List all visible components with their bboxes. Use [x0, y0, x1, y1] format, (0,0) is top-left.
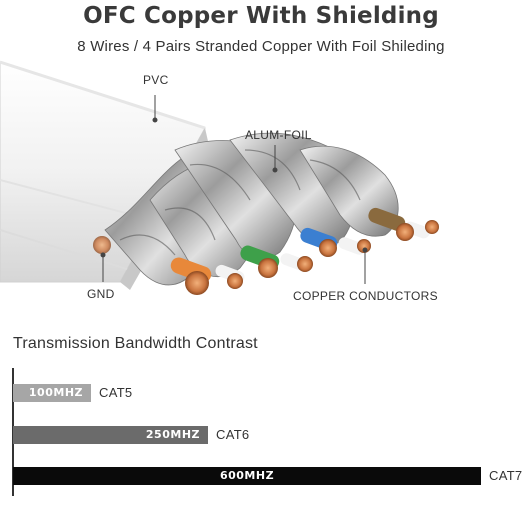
- pvc-label: PVC: [143, 73, 169, 87]
- page-subtitle: 8 Wires / 4 Pairs Stranded Copper With F…: [77, 38, 445, 55]
- bandwidth-axis: [12, 368, 14, 496]
- bar-cat7: 600MHZ: [13, 467, 481, 485]
- alum-foil-label: ALUM-FOIL: [245, 128, 312, 142]
- bandwidth-title: Transmission Bandwidth Contrast: [13, 335, 258, 352]
- bar-value-cat5: 100MHZ: [28, 386, 83, 399]
- bar-cat5: 100MHZ: [13, 384, 91, 402]
- gnd-label: GND: [87, 287, 115, 301]
- cable-illustration: [0, 60, 439, 295]
- copper-ends: [93, 220, 439, 295]
- copper-conductors-label: COPPER CONDUCTORS: [293, 289, 438, 303]
- bar-value-cat6: 250MHZ: [145, 428, 200, 441]
- bar-label-cat7: CAT7: [489, 468, 522, 483]
- bar-label-cat6: CAT6: [216, 427, 250, 442]
- callout-lines: [100, 95, 368, 284]
- bar-label-cat5: CAT5: [99, 385, 133, 400]
- bar-value-cat7: 600MHZ: [219, 469, 275, 482]
- bar-cat6: 250MHZ: [13, 426, 208, 444]
- page-title: OFC Copper With Shielding: [83, 3, 439, 29]
